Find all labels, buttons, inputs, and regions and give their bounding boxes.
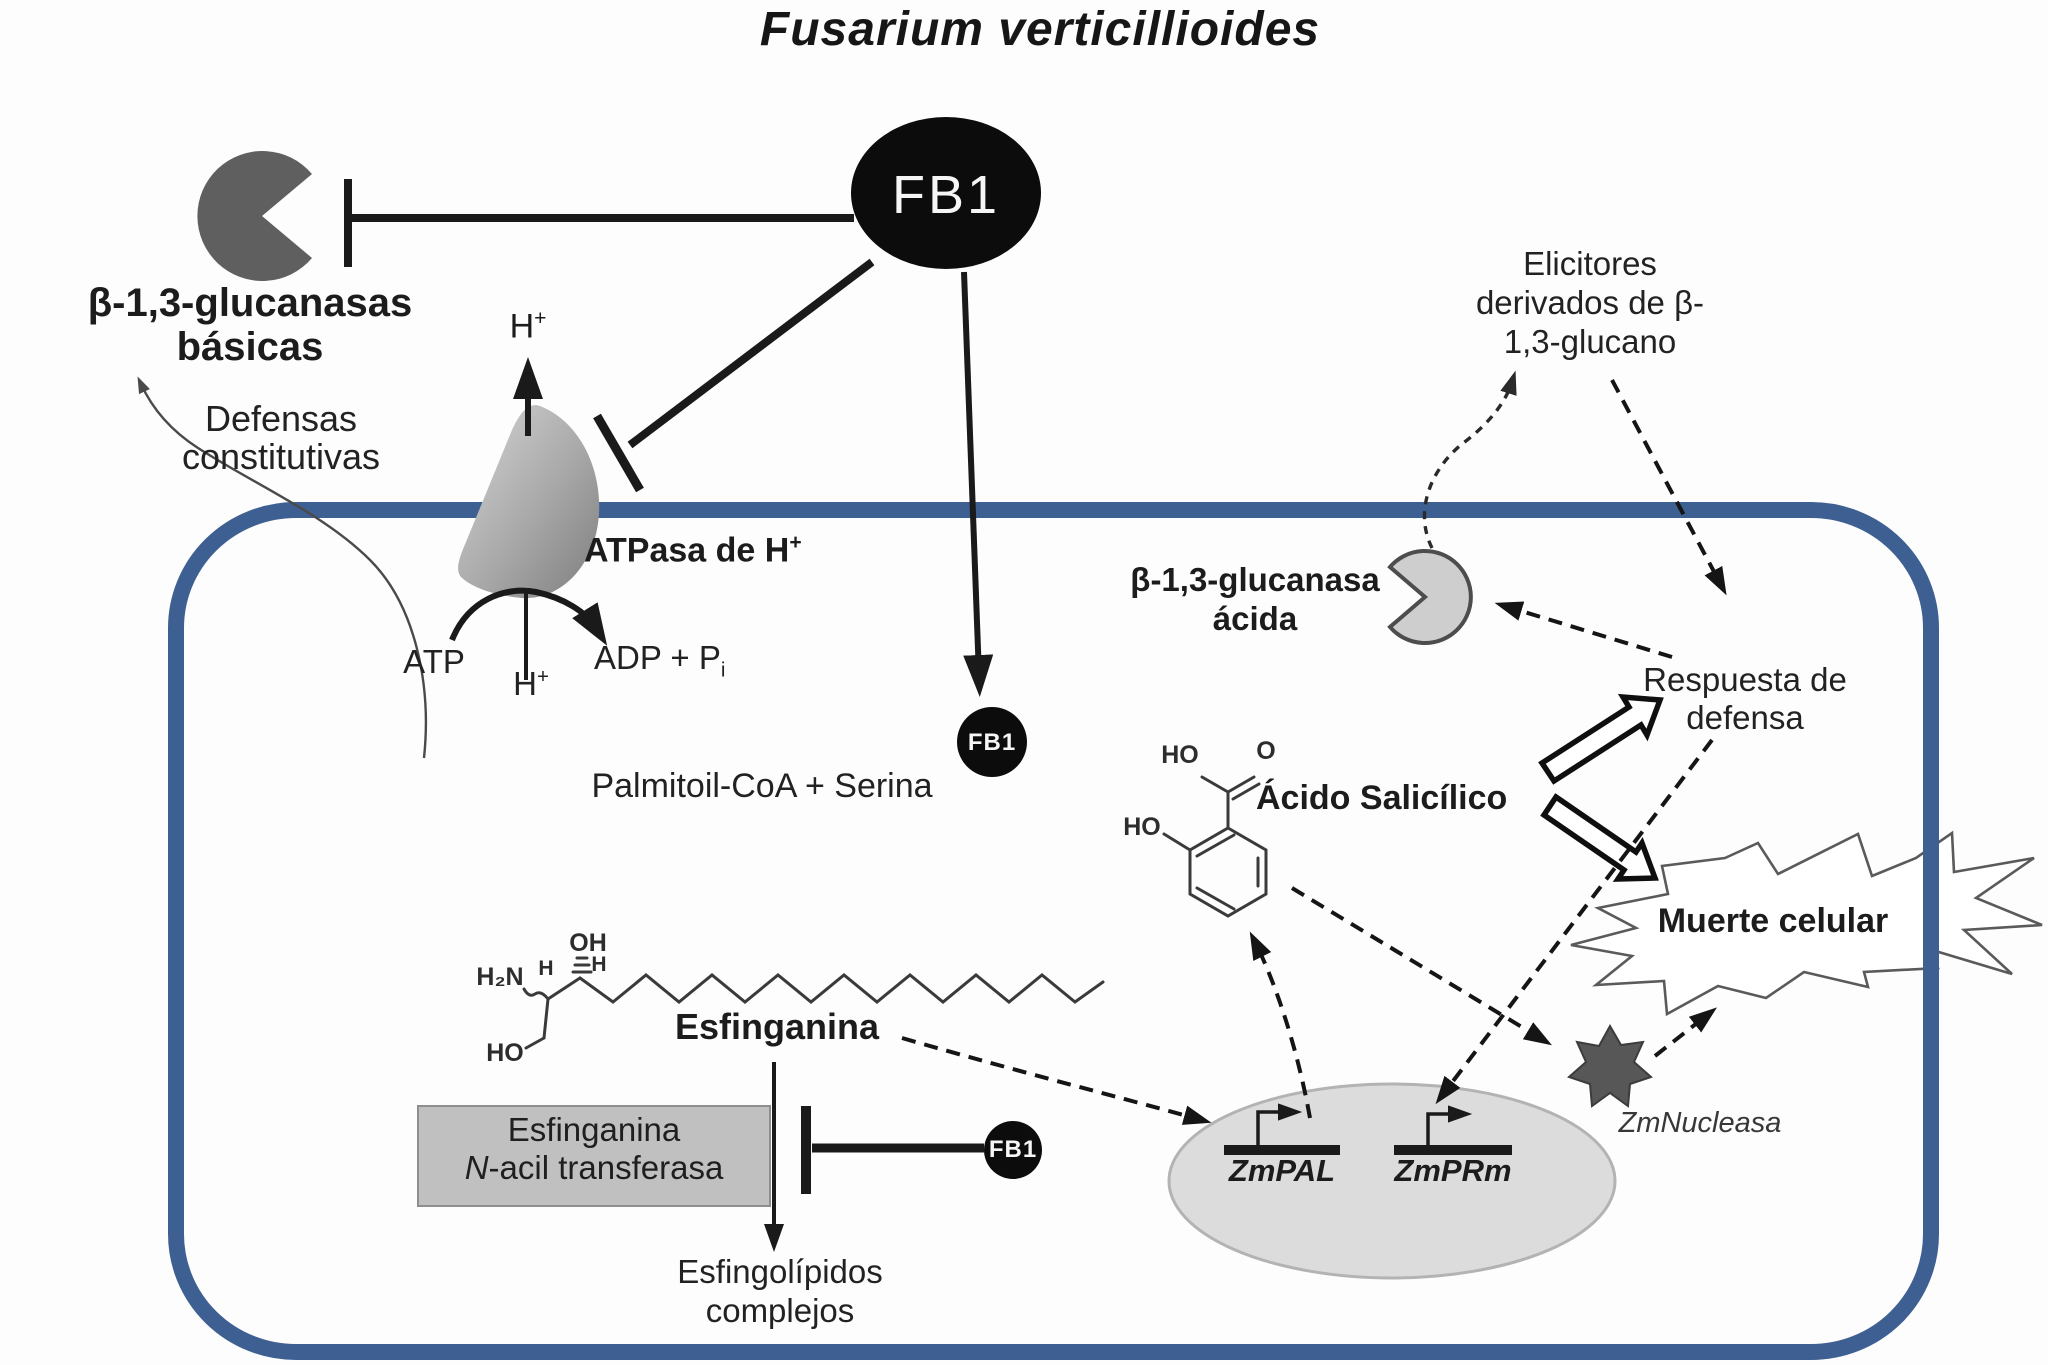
elicitors-to-defense-dashed xyxy=(1610,379,1727,596)
zmprm-label: ZmPRm xyxy=(1394,1153,1512,1188)
nucleus xyxy=(1167,1082,1617,1280)
fb1-toxin-icon xyxy=(851,117,1041,269)
fb1-small-icon-entry xyxy=(957,707,1027,777)
transferase-box xyxy=(417,1105,771,1207)
zmpal-label: ZmPAL xyxy=(1228,1153,1336,1188)
atpase-label: ATPasa de H+ xyxy=(584,531,802,570)
transferase-box-line1: Esfinganina xyxy=(507,1111,681,1148)
adp-label: ADP + Pi xyxy=(594,639,726,682)
palmitoyl-serine-label: Palmitoil-CoA + Serina xyxy=(591,767,933,805)
fb1-entry-arrow xyxy=(961,271,994,697)
fb1-entry-small-label: FB1 xyxy=(967,729,1017,757)
elicitors-label-line2: derivados de β- xyxy=(1475,284,1705,321)
sa-phenol-ho-label: HO xyxy=(1123,813,1161,841)
sphinganine-to-zmpal-dashed xyxy=(901,1036,1212,1125)
proton-in-label: H+ xyxy=(513,665,549,702)
zmpal-to-sa-dashed xyxy=(1249,931,1312,1119)
sph-h2n-label: H₂N xyxy=(476,963,524,991)
glucanase-to-elicitors-wavy-dashed xyxy=(1422,370,1517,549)
sa-to-defense-block-arrow xyxy=(1538,693,1664,785)
sphinganine-structure xyxy=(522,956,1105,1050)
defense-response-label-line2: defensa xyxy=(1686,699,1804,736)
constitutive-defenses-label-line1: Defensas xyxy=(204,398,358,439)
figure-title: Fusarium verticillioides xyxy=(759,3,1321,56)
atpase-icon xyxy=(458,405,600,599)
elicitors-label-line1: Elicitores xyxy=(1523,245,1657,282)
glucanase-basic-pacman-icon xyxy=(197,151,312,282)
sa-to-nuclease-dashed xyxy=(1290,886,1552,1046)
plasma-membrane xyxy=(168,502,1939,1360)
nuclease-to-death-dashed xyxy=(1653,1007,1718,1058)
sph-h1-label: H xyxy=(538,957,554,980)
fb1-inhibits-transferase-tbar xyxy=(801,1106,984,1194)
sph-oh-label: OH xyxy=(569,929,607,957)
acidic-glucanase-label-line2: ácida xyxy=(1212,600,1298,637)
cell-death-label: Muerte celular xyxy=(1657,902,1889,940)
sa-carboxyl-ho-label: HO xyxy=(1161,741,1199,769)
defense-response-label-line1: Respuesta de xyxy=(1643,661,1847,698)
zmpal-gene-icon xyxy=(1224,1103,1340,1155)
fb1-small-icon-inhibitor xyxy=(984,1121,1042,1179)
defense-to-acidic-glucanase-dashed xyxy=(1494,601,1673,659)
constitutive-defenses-label-line2: constitutivas xyxy=(181,436,381,477)
sph-ho-label: HO xyxy=(486,1039,524,1067)
glucanase-acidic-pacman-icon xyxy=(1387,549,1473,645)
basic-glucanases-label-line2: básicas xyxy=(176,325,324,369)
zmnucleasa-star-icon xyxy=(1567,1023,1653,1108)
sph-h2-label: H xyxy=(591,953,607,976)
sa-to-death-block-arrow xyxy=(1540,793,1659,882)
fb1-label: FB1 xyxy=(891,164,1001,225)
atp-label: ATP xyxy=(403,643,465,680)
atp-hydrolysis-arc xyxy=(449,587,608,646)
salicylic-acid-label: Ácido Salicílico xyxy=(1256,779,1508,817)
sphinganine-label: Esfinganina xyxy=(674,1006,880,1047)
sa-carbonyl-o-label: O xyxy=(1256,737,1276,765)
fb1-inhibitor-small-label: FB1 xyxy=(988,1136,1038,1164)
salicylic-acid-structure xyxy=(1162,775,1268,918)
defense-to-zmprm-dashed xyxy=(1435,738,1714,1105)
sphingolipids-label-line2: complejos xyxy=(705,1292,855,1329)
acidic-glucanase-label-line1: β-1,3-glucanasa xyxy=(1130,561,1380,598)
zmnucleasa-label: ZmNucleasa xyxy=(1618,1107,1782,1139)
transferase-box-line2: N-acil transferasa xyxy=(464,1149,724,1186)
elicitors-label-line3: 1,3-glucano xyxy=(1503,323,1677,360)
fb1-inhibits-atpase-tbar xyxy=(593,258,875,493)
zmprm-gene-icon xyxy=(1394,1105,1512,1155)
basic-glucanases-label-line1: β-1,3-glucanasas xyxy=(87,281,413,325)
fb1-inhibits-glucanases-tbar xyxy=(344,179,854,267)
constitutive-defense-arrow xyxy=(137,376,428,759)
sphingolipids-label-line1: Esfingolípidos xyxy=(677,1253,883,1290)
proton-out-label: H+ xyxy=(509,307,547,346)
